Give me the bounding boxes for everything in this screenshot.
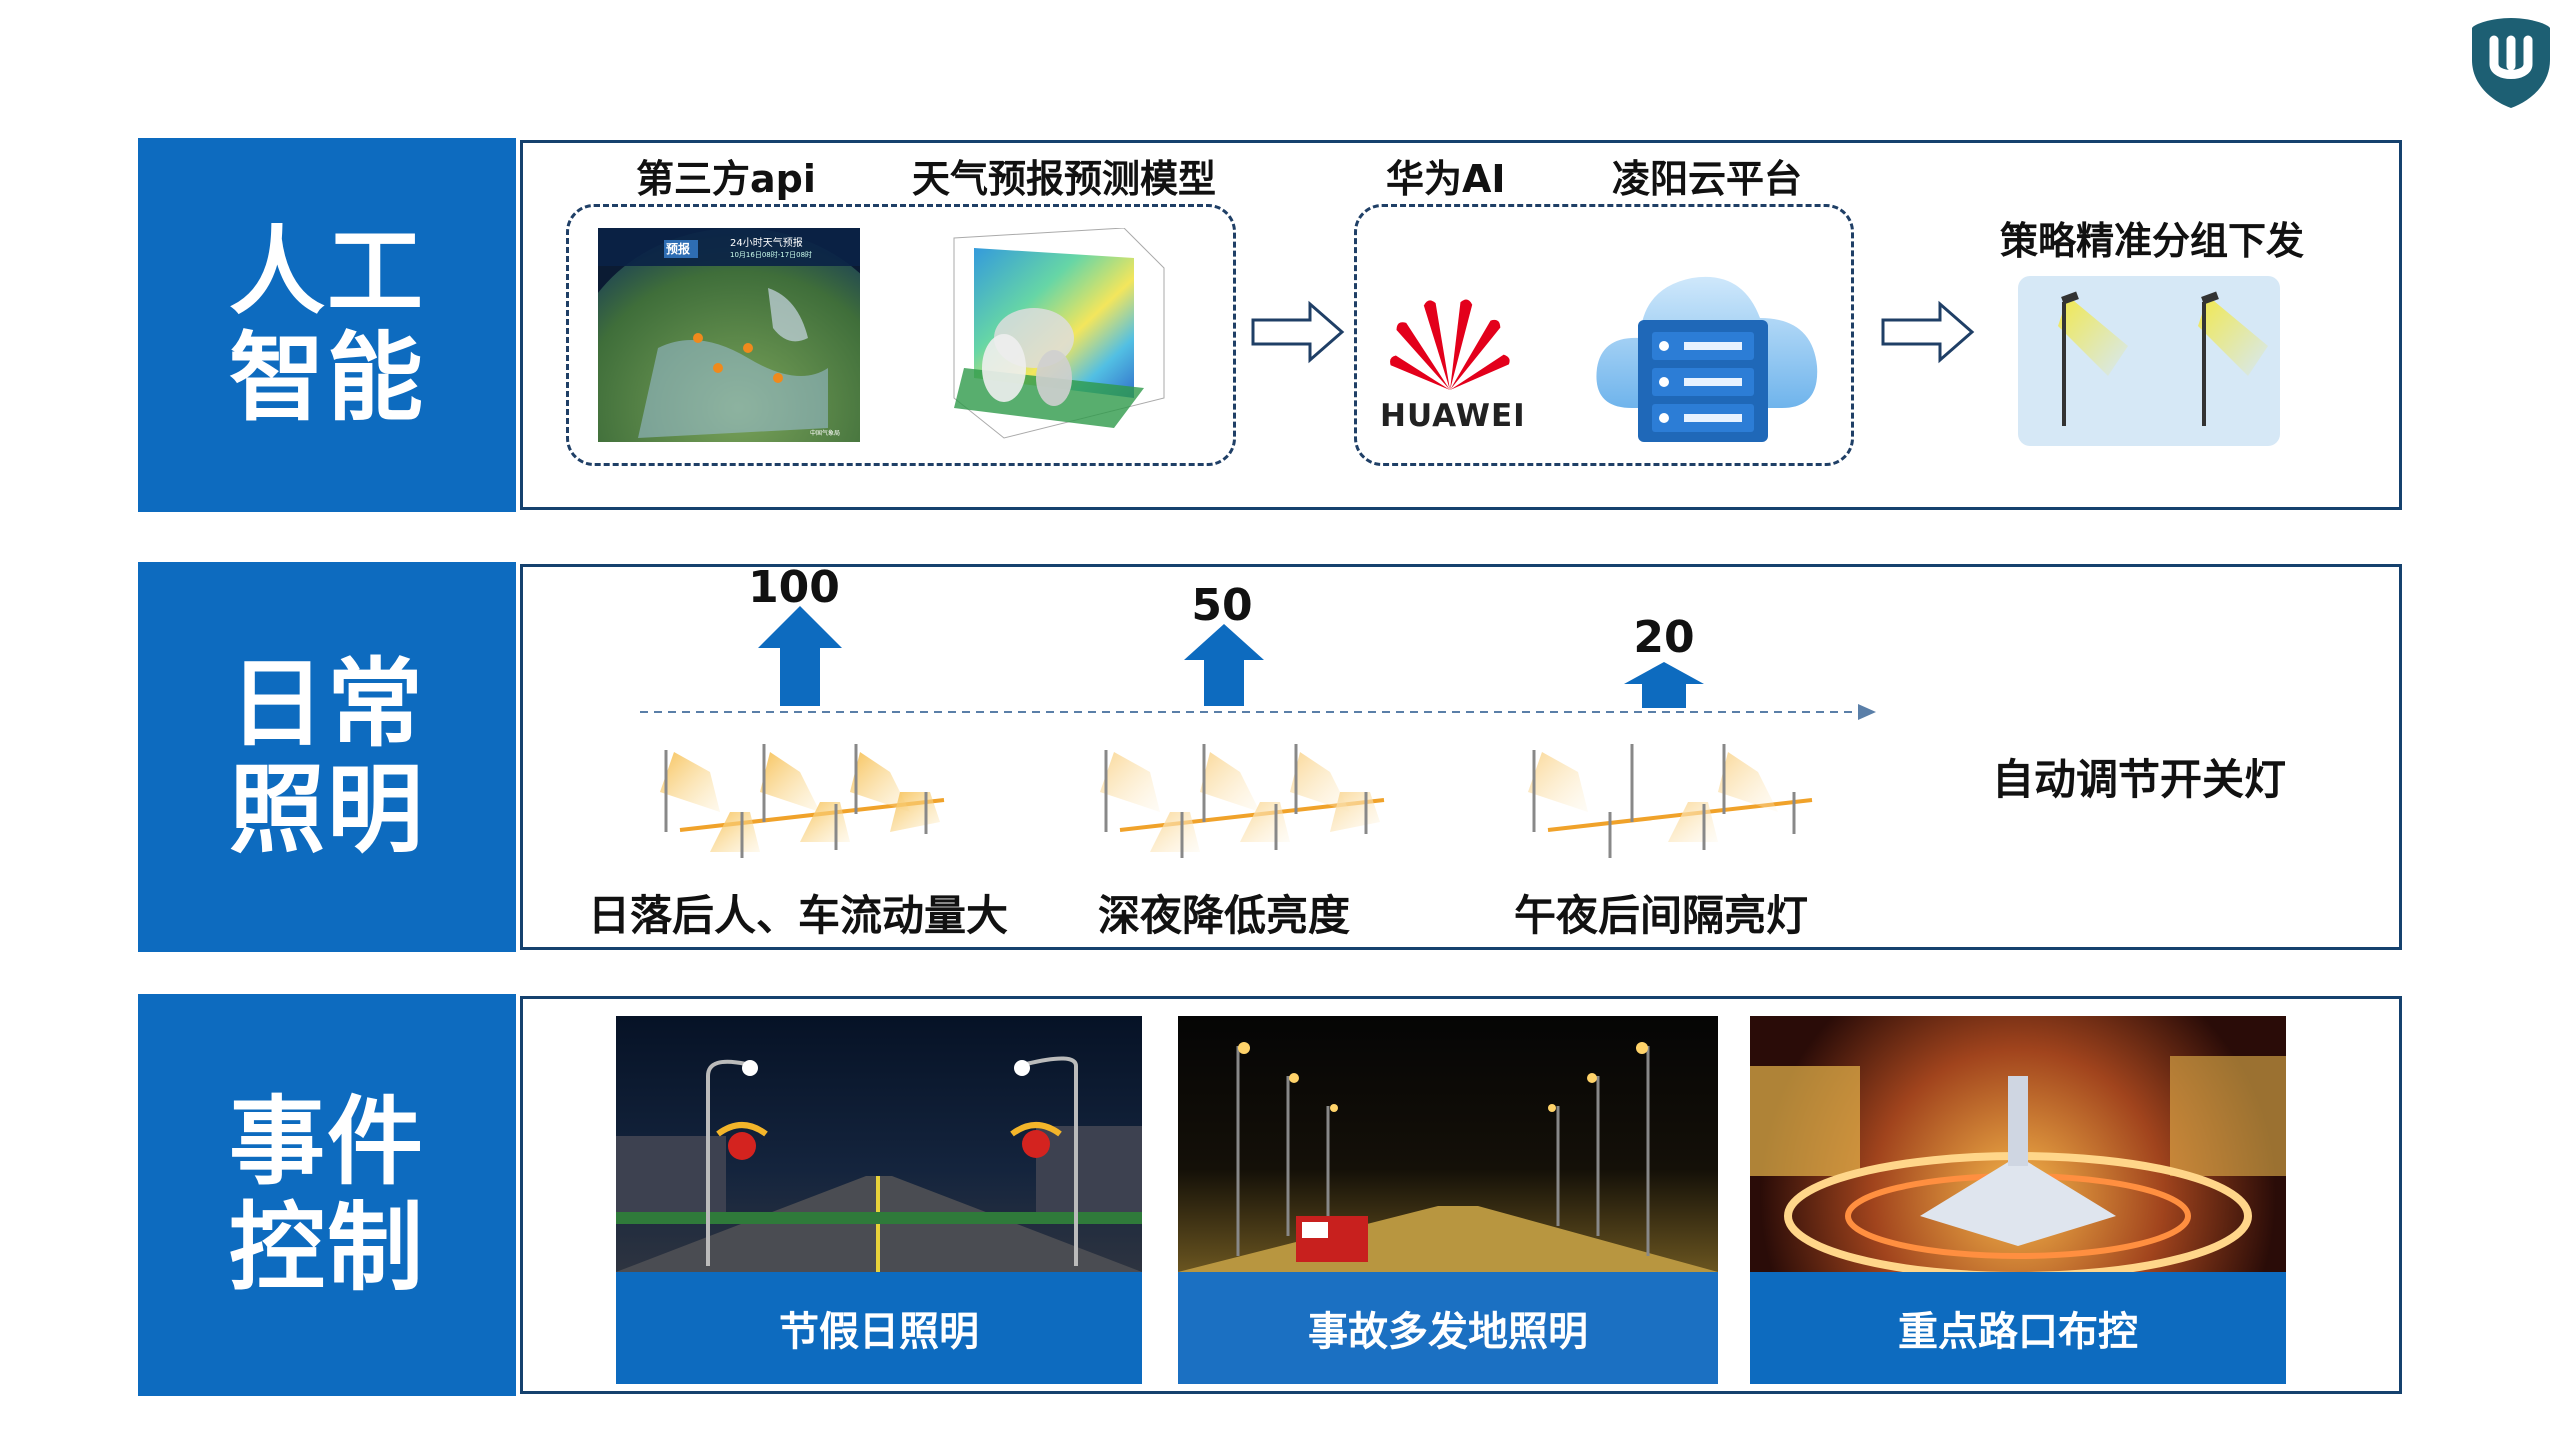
holiday-lighting-photo	[616, 1016, 1142, 1272]
lamp-group-half	[1100, 744, 1385, 858]
arrow-up-icon	[1184, 624, 1264, 706]
section-box-daily	[520, 564, 2402, 950]
card-caption-accident: 事故多发地照明	[1178, 1272, 1718, 1384]
weather-badge: 预报	[666, 242, 691, 256]
level-caption-3: 午夜后间隔亮灯	[1514, 891, 1809, 940]
level-value-50: 50	[1191, 580, 1253, 631]
timeline-dashed-arrow	[640, 704, 1876, 720]
ai-label-line1: 人工	[229, 216, 425, 328]
card-caption-holiday: 节假日照明	[616, 1272, 1142, 1384]
arrow-right-icon	[1881, 300, 1975, 364]
street-lamp-icon	[2058, 291, 2128, 426]
dashed-group-data	[566, 204, 1236, 466]
junction-lighting-photo	[1750, 1016, 2286, 1272]
level-caption-1: 日落后人、车流动量大	[588, 891, 1009, 940]
section-label-daily: 日常照明	[138, 562, 516, 952]
caption-huawei-ai: 华为AI	[1386, 157, 1506, 201]
arrow-up-icon	[758, 606, 842, 706]
huawei-wordmark: HUAWEI	[1380, 398, 1526, 434]
logo-shield-icon	[2472, 18, 2550, 108]
weather-title: 24小时天气预报	[730, 238, 803, 249]
caption-weather-model: 天气预报预测模型	[912, 157, 1217, 201]
card-caption-junction: 重点路口布控	[1750, 1272, 2286, 1384]
section-label-event: 事件控制	[138, 994, 516, 1396]
ai-label-line2: 智能	[229, 322, 425, 434]
weather-model-image	[953, 228, 1165, 439]
arrow-right-icon	[1251, 300, 1345, 364]
arrow-up-icon	[1624, 662, 1704, 708]
section-label-ai: 人工智能	[138, 138, 516, 512]
event-label-line2: 控制	[229, 1192, 425, 1304]
accident-lighting-photo	[1178, 1016, 1718, 1272]
daily-label-line2: 照明	[229, 754, 425, 866]
cloud-server-icon	[1596, 276, 1818, 442]
daily-label-line1: 日常	[229, 648, 425, 760]
weather-map-image: 预报 24小时天气预报 10月16日08时-17日08时 中国气象局	[598, 228, 860, 442]
lamp-group-full	[660, 744, 945, 858]
dashed-group-platform	[1354, 204, 1854, 466]
caption-third-party: 第三方api	[636, 157, 816, 201]
level-value-100: 100	[748, 562, 840, 613]
strategy-lamps-panel	[2018, 276, 2280, 446]
level-value-20: 20	[1633, 612, 1695, 663]
weather-footer: 中国气象局	[810, 430, 841, 437]
caption-lingyang-cloud: 凌阳云平台	[1612, 157, 1803, 201]
auto-adjust-text: 自动调节开关灯	[1992, 755, 2287, 804]
weather-subtitle: 10月16日08时-17日08时	[730, 251, 813, 259]
huawei-logo-icon	[1390, 299, 1510, 390]
level-caption-2: 深夜降低亮度	[1098, 891, 1351, 940]
street-lamp-icon	[2198, 291, 2268, 426]
lamp-group-interval	[1528, 744, 1813, 858]
event-label-line1: 事件	[229, 1086, 425, 1198]
caption-strategy: 策略精准分组下发	[2000, 219, 2305, 263]
